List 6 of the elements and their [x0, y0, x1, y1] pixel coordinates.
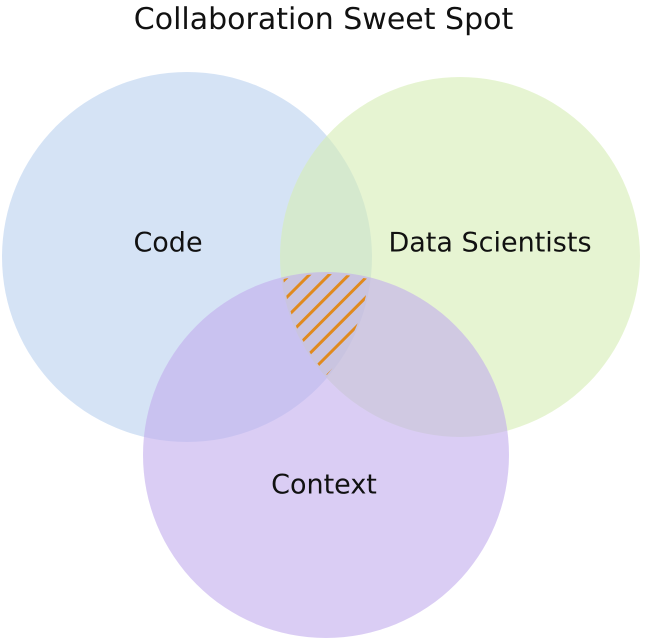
diagram-title: Collaboration Sweet Spot [134, 2, 514, 37]
circle-label: Code [133, 228, 203, 258]
circle-label: Data Scientists [388, 228, 592, 258]
hatched-region [284, 274, 369, 375]
circle-label: Context [271, 470, 377, 500]
venn-circle [143, 272, 509, 638]
